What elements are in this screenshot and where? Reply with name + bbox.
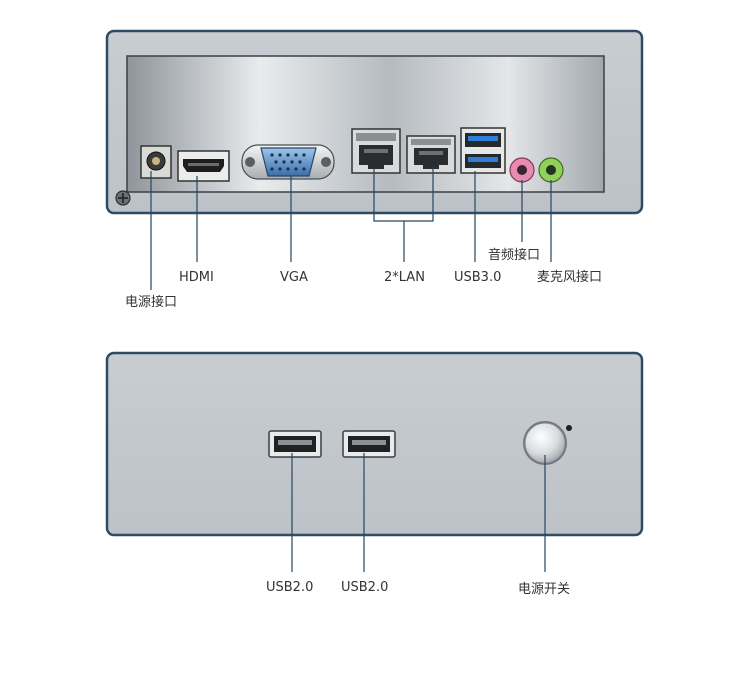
power-led-icon: [566, 425, 572, 431]
dc-jack-icon: [140, 145, 172, 179]
label-mic: 麦克风接口: [537, 269, 602, 285]
label-lan: 2*LAN: [384, 270, 425, 285]
label-vga: VGA: [280, 270, 308, 285]
power-button-icon[interactable]: [523, 421, 567, 465]
hdmi-port-icon: [177, 150, 230, 182]
audio-jack-icon: [509, 157, 535, 183]
mic-jack-icon: [538, 157, 564, 183]
usb2-port-icon: [342, 430, 396, 458]
screw-icon: [115, 190, 131, 206]
label-usb2-right: USB2.0: [341, 580, 388, 595]
label-usb2-left: USB2.0: [266, 580, 313, 595]
label-power-switch: 电源开关: [518, 582, 570, 597]
lan-port-icon: [351, 128, 401, 174]
rear-panel: [105, 29, 644, 215]
front-panel: [105, 351, 644, 537]
label-usb3: USB3.0: [454, 270, 501, 285]
lan-port-icon: [406, 135, 456, 174]
rear-callout-lines: [150, 167, 552, 290]
label-hdmi: HDMI: [179, 270, 214, 285]
front-callout-lines: [291, 453, 546, 572]
label-power-in: 电源接口: [125, 294, 177, 310]
vga-port-icon: [241, 144, 335, 180]
usb3-port-icon: [460, 127, 506, 174]
usb2-port-icon: [268, 430, 322, 458]
label-audio: 音频接口: [488, 247, 540, 263]
